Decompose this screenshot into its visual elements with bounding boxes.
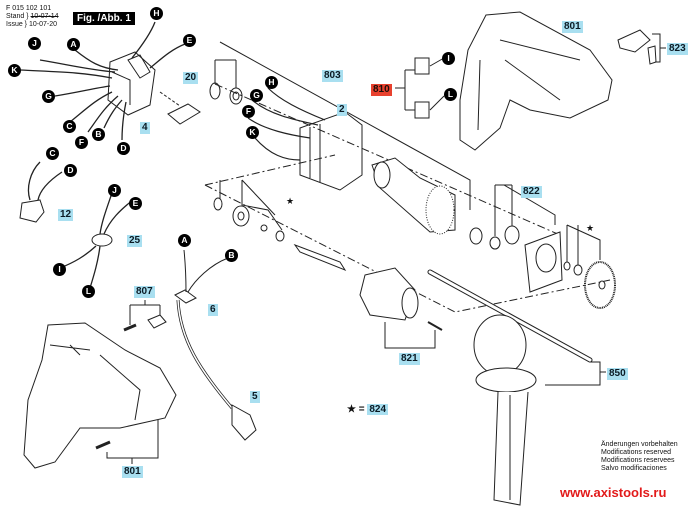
side-handle — [473, 314, 537, 506]
revision-info: Stand } 10-07-14 Issue } 10-07-20 — [6, 13, 59, 28]
callout-a-2: A — [178, 234, 191, 247]
issue-label: Issue — [6, 21, 23, 28]
document-number: F 015 102 101 — [6, 5, 52, 12]
gearbox-plate — [524, 231, 563, 293]
part-label-801-bottom: 801 — [122, 466, 143, 478]
part-label-803: 803 — [322, 70, 343, 82]
callout-g: G — [42, 90, 55, 103]
part-label-6: 6 — [208, 304, 218, 316]
armature — [371, 157, 456, 235]
housing-half — [459, 11, 613, 151]
callout-c: C — [63, 120, 76, 133]
stand-date: 10-07-14 — [30, 13, 59, 20]
issue-date: 10-07-20 — [28, 21, 57, 28]
stand-label: Stand — [6, 13, 25, 20]
callout-i-2: I — [442, 52, 455, 65]
part-20-plate — [167, 103, 201, 125]
note-line: Modifications reservees — [601, 457, 675, 464]
callout-f-2: F — [242, 105, 255, 118]
part-label-4: 4 — [140, 122, 150, 134]
part-label-20: 20 — [183, 72, 199, 84]
callout-d: D — [117, 142, 130, 155]
callout-b: B — [92, 128, 105, 141]
gear — [584, 261, 616, 309]
callout-l-2: L — [444, 88, 457, 101]
capacitor — [19, 161, 63, 223]
note-line: Modifications reserved — [601, 449, 672, 456]
part-label-801-top: 801 — [562, 21, 583, 33]
part-label-12: 12 — [58, 209, 74, 221]
callout-h: H — [150, 7, 163, 20]
note-line: Salvo modificaciones — [601, 465, 667, 472]
part-label-823: 823 — [667, 43, 688, 55]
website-link[interactable]: www.axistools.ru — [560, 485, 667, 500]
part-label-2: 2 — [337, 104, 347, 116]
callout-i: I — [53, 263, 66, 276]
part-label-807: 807 — [134, 286, 155, 298]
modification-notes: Änderungen vorbehalten Modifications res… — [601, 441, 678, 473]
part-label-810: 810 — [371, 84, 392, 96]
figure-label: Fig. /Abb. 1 — [73, 12, 135, 25]
power-cord — [174, 249, 257, 441]
callout-l: L — [82, 285, 95, 298]
part-label-822: 822 — [521, 186, 542, 198]
part-label-821: 821 — [399, 353, 420, 365]
callout-j: J — [28, 37, 41, 50]
part-label-824: 824 — [367, 404, 389, 415]
switch-assembly — [19, 21, 186, 141]
callout-h-2: H — [265, 76, 278, 89]
callout-k-2: K — [246, 126, 259, 139]
callout-d-2: D — [64, 164, 77, 177]
part-label-5: 5 — [250, 391, 260, 403]
part-label-850: 850 — [607, 368, 628, 380]
note-line: Änderungen vorbehalten — [601, 441, 678, 448]
star-marker: ★ — [286, 196, 295, 206]
stator — [247, 87, 363, 191]
star-marker-2: ★ — [586, 223, 595, 233]
housing-assembled — [23, 322, 177, 469]
star-legend: ★ = 824 — [347, 404, 389, 416]
drill-chuck — [359, 267, 443, 349]
callout-b-2: B — [225, 249, 238, 262]
callout-g-2: G — [250, 89, 263, 102]
brush-cap — [617, 29, 651, 53]
star-symbol: ★ = — [347, 404, 365, 415]
callout-a: A — [67, 38, 80, 51]
spindle — [293, 243, 347, 272]
callout-f: F — [75, 136, 88, 149]
callout-e-2: E — [129, 197, 142, 210]
callout-j-2: J — [108, 184, 121, 197]
callout-e: E — [183, 34, 196, 47]
callout-k: K — [8, 64, 21, 77]
callout-c-2: C — [46, 147, 59, 160]
part-label-25: 25 — [127, 235, 143, 247]
wire-connector — [59, 189, 134, 289]
